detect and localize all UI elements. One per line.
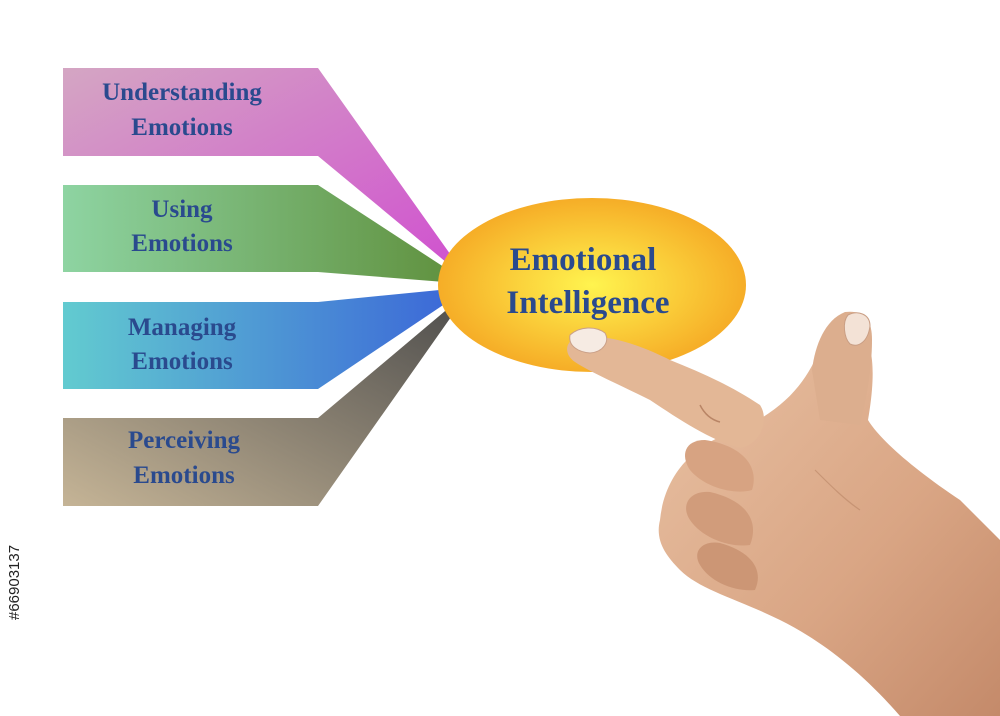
item-using-emotions: Using Emotions	[63, 185, 470, 284]
item-line2: Emotions	[131, 114, 233, 141]
item-box	[63, 290, 470, 506]
item-line2: Emotions	[133, 462, 235, 489]
center-ellipse	[438, 198, 746, 372]
center-line2: Intelligence	[506, 285, 669, 321]
item-box	[63, 68, 470, 282]
center-node: Emotional Intelligence	[438, 198, 746, 372]
item-box	[63, 287, 470, 389]
stock-id-label: #66903137	[6, 544, 23, 620]
center-line1: Emotional	[510, 242, 657, 278]
item-line1: Using	[151, 196, 213, 223]
item-line2: Emotions	[131, 348, 233, 375]
item-line1: Managing	[128, 314, 237, 341]
item-line1: Understanding	[102, 79, 262, 106]
item-managing-emotions: Managing Emotions	[63, 287, 470, 389]
item-understanding-emotions: Understanding Emotions	[63, 68, 470, 282]
pointing-hand-image	[567, 311, 1000, 716]
item-line1: Perceiving	[128, 427, 240, 454]
item-perceiving-emotions: Perceiving Emotions	[63, 290, 470, 506]
item-line2: Emotions	[131, 230, 233, 257]
item-box	[63, 185, 470, 284]
